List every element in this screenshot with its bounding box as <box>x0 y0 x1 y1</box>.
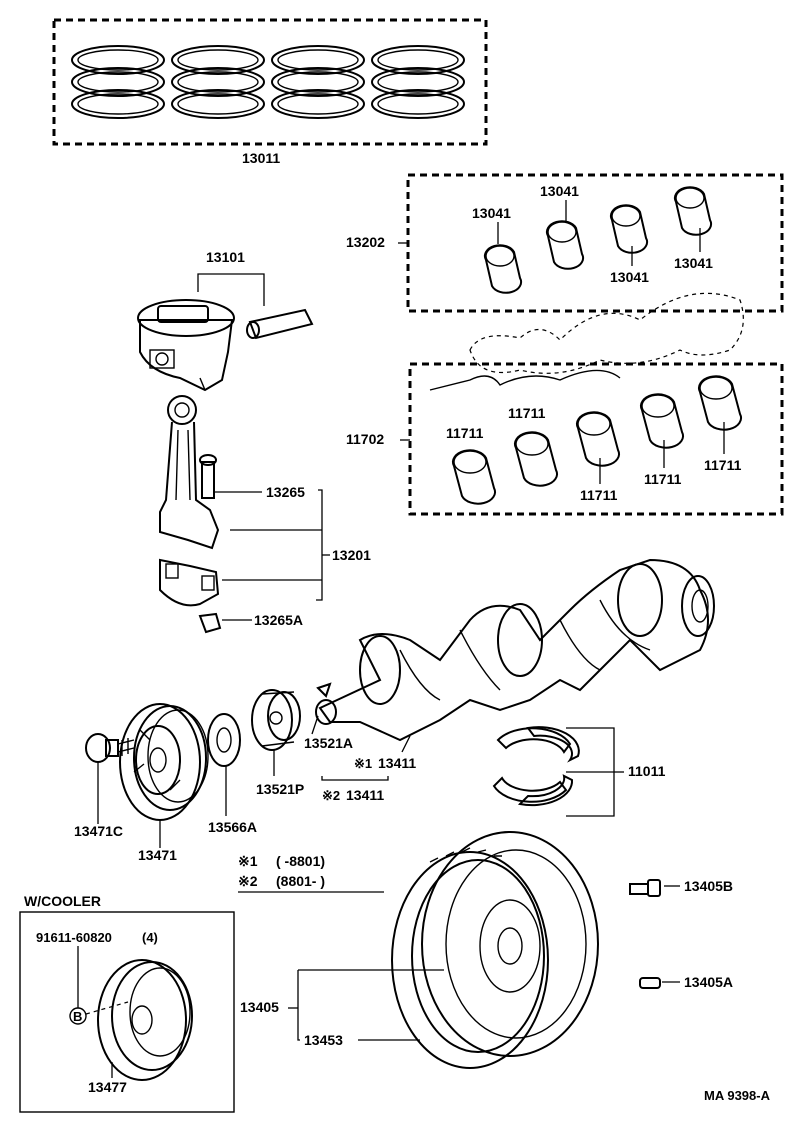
flywheel-pin[interactable]: 13405A <box>639 974 733 990</box>
label-13566A: 13566A <box>208 819 257 835</box>
label-13265: 13265 <box>266 484 305 500</box>
label-13041-c: 13041 <box>610 269 649 285</box>
ring-group-4 <box>371 45 465 119</box>
conrod-bearing-set[interactable]: 13202 13041 13041 13041 13041 <box>346 173 784 313</box>
label-13101: 13101 <box>206 249 245 265</box>
label-13477: 13477 <box>88 1079 127 1095</box>
label-13521P: 13521P <box>256 781 304 797</box>
crank-bearing-set[interactable]: 11702 11711 11711 11711 11711 11711 <box>346 362 784 516</box>
cooler-title: W/COOLER <box>24 893 101 909</box>
label-13405B: 13405B <box>684 878 733 894</box>
thrust-washers[interactable]: 11011 <box>492 726 666 817</box>
engine-block-ghost <box>429 292 744 391</box>
label-13011: 13011 <box>242 150 280 166</box>
cooler-bolt-qty: (4) <box>142 930 158 945</box>
cooler-bolt-marker: B <box>73 1009 82 1024</box>
cooler-bolt-part: 91611-60820 <box>36 930 112 945</box>
label-13405: 13405 <box>240 999 279 1015</box>
label-13265A: 13265A <box>254 612 303 628</box>
ring-group-1 <box>71 45 165 119</box>
crank-shell-4 <box>639 393 685 449</box>
label-13201: 13201 <box>332 547 371 563</box>
piston-ring-set[interactable]: 13011 <box>52 18 488 166</box>
star-1: ※1 <box>238 853 258 869</box>
piston-pin <box>246 308 314 340</box>
bearing-shell-3 <box>609 204 649 254</box>
label-13041-a: 13041 <box>472 205 511 221</box>
label-11711-e: 11711 <box>704 457 742 473</box>
small-star-2: ※2 <box>322 788 340 803</box>
flywheel-bolt[interactable]: 13405B <box>629 878 733 897</box>
label-13471C: 13471C <box>74 823 123 839</box>
crank-shell-2 <box>513 431 559 487</box>
label-13405A: 13405A <box>684 974 733 990</box>
range-note-2: (8801- ) <box>276 873 325 889</box>
label-11011: 11011 <box>628 763 666 779</box>
label-11711-b: 11711 <box>508 405 546 421</box>
crank-shell-1 <box>451 449 497 505</box>
cooler-pulley <box>97 959 193 1081</box>
label-13453: 13453 <box>304 1032 343 1048</box>
bearing-shell-2 <box>545 220 585 270</box>
conrod-bolt <box>199 454 217 499</box>
figure-code: MA 9398-A <box>704 1088 771 1103</box>
bearing-shell-1 <box>483 244 523 294</box>
label-11711-a: 11711 <box>446 425 484 441</box>
ring-group-3 <box>271 45 365 119</box>
pulley-spacer[interactable]: 13566A <box>207 713 257 835</box>
label-13471: 13471 <box>138 847 177 863</box>
date-notes: ※1 ( -8801) ※2 (8801- ) <box>238 853 384 893</box>
crankshaft[interactable] <box>315 558 715 742</box>
timing-gear[interactable] <box>251 689 301 776</box>
bearing-shell-4 <box>673 186 713 236</box>
label-13041-b: 13041 <box>540 183 579 199</box>
label-13202: 13202 <box>346 234 385 250</box>
connecting-rod[interactable]: 13265 13201 13265A <box>159 395 371 634</box>
label-13521A: 13521A <box>304 735 353 751</box>
conrod-nut <box>198 612 222 634</box>
star-2: ※2 <box>238 873 258 889</box>
pulley-bolt[interactable]: 13471C <box>74 733 135 839</box>
conrod-cap <box>159 558 220 607</box>
label-13411-b: 13411 <box>346 787 384 803</box>
crank-pulley[interactable]: 13471 <box>119 703 209 863</box>
crank-shell-5 <box>697 375 743 431</box>
label-11711-c: 11711 <box>580 487 618 503</box>
range-note-1: ( -8801) <box>276 853 325 869</box>
label-11711-d: 11711 <box>644 471 682 487</box>
flywheel-assembly[interactable]: 13405 13453 <box>240 831 599 1069</box>
crank-shell-3 <box>575 411 621 467</box>
small-star-1: ※1 <box>354 756 372 771</box>
label-13041-d: 13041 <box>674 255 713 271</box>
label-11702: 11702 <box>346 431 384 447</box>
ring-group-2 <box>171 45 265 119</box>
label-13411-a: 13411 <box>378 755 416 771</box>
cooler-box[interactable]: W/COOLER 91611-60820 (4) B 13477 <box>19 893 235 1113</box>
piston-assembly[interactable]: 13101 <box>137 249 314 392</box>
